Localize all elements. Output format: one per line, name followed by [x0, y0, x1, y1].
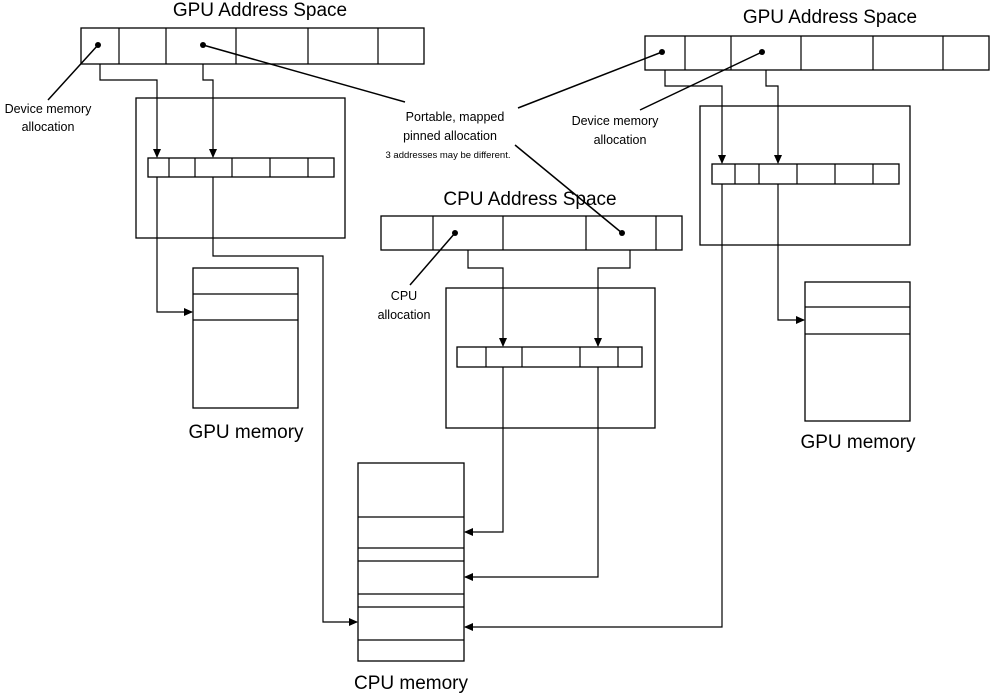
right-gpu-group: GPU Address Space GPU memo — [572, 7, 990, 453]
portable-pointer-right — [517, 51, 663, 109]
cpu-alloc-line1: CPU — [391, 289, 417, 303]
device-alloc-left-pointer — [47, 44, 99, 101]
gpu-address-space-right-bar — [644, 35, 990, 71]
cpu-address-space-title: CPU Address Space — [443, 189, 616, 210]
gpu-memory-left — [192, 267, 299, 409]
gpu-right-connector-2 — [765, 70, 782, 164]
cpu-to-memory-arrow-1 — [464, 367, 504, 536]
gpu-address-space-right-title: GPU Address Space — [743, 7, 917, 28]
gpu-address-space-left-bar — [80, 27, 425, 65]
gpu-left-connector-1 — [99, 64, 161, 158]
device-alloc-right-pointer — [639, 51, 763, 111]
gpu-memory-left-label: GPU memory — [188, 422, 304, 443]
portable-pinned-callout: Portable, mapped pinned allocation 3 add… — [202, 44, 663, 234]
cpu-memory-label: CPU memory — [354, 673, 469, 693]
device-alloc-right-line1: Device memory — [572, 114, 660, 128]
cpu-memory — [357, 462, 465, 662]
cpu-connector-2 — [594, 250, 631, 347]
gpu-left-page-table — [147, 157, 335, 178]
cpu-to-memory-arrow-2 — [464, 367, 599, 581]
cpu-connector-1 — [467, 250, 507, 347]
portable-note: 3 addresses may be different. — [386, 150, 511, 161]
cpu-address-space-bar — [380, 215, 683, 251]
gpu-left-connector-2 — [202, 64, 217, 158]
left-gpu-group: GPU Address Space — [5, 0, 425, 443]
gpu-right-to-memory-arrow — [777, 184, 805, 324]
device-alloc-left-line1: Device memory — [5, 102, 93, 116]
gpu-right-connector-1 — [664, 70, 726, 164]
device-alloc-left-line2: allocation — [22, 120, 75, 134]
portable-pointer-left — [202, 44, 406, 103]
gpu-right-to-cpu-memory-arrow — [464, 184, 723, 631]
portable-line1: Portable, mapped — [406, 110, 505, 124]
portable-pointer-cpu — [514, 144, 623, 234]
gpu-right-page-table — [711, 163, 900, 185]
cpu-group: CPU Address Space — [354, 189, 683, 693]
gpu-left-to-cpu-memory-arrow — [212, 177, 358, 626]
cpu-page-table — [456, 346, 643, 368]
gpu-memory-right — [804, 281, 911, 422]
cpu-alloc-line2: allocation — [378, 308, 431, 322]
gpu-memory-right-label: GPU memory — [800, 432, 916, 453]
portable-line2: pinned allocation — [403, 129, 497, 143]
gpu-left-to-memory-arrow — [156, 177, 193, 316]
device-alloc-right-line2: allocation — [594, 133, 647, 147]
cpu-alloc-pointer — [409, 232, 456, 286]
gpu-address-space-left-title: GPU Address Space — [173, 0, 347, 21]
